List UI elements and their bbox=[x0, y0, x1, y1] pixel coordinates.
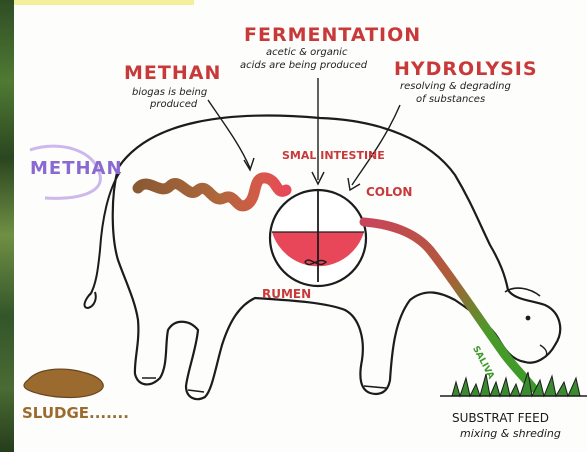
hydrolysis-note-line2: of substances bbox=[416, 95, 485, 105]
colon-label: COLON bbox=[366, 186, 412, 198]
arrowhead-hydrolysis bbox=[348, 178, 360, 190]
methan-heading: METHAN bbox=[124, 64, 221, 83]
substrat-feed-note: mixing & shreding bbox=[460, 428, 561, 439]
sludge-puddle bbox=[24, 369, 103, 397]
hydrolysis-heading: HYDROLYSIS bbox=[394, 60, 538, 79]
arrow-methan bbox=[208, 100, 250, 168]
fermentation-note-line1: acetic & organic bbox=[266, 48, 347, 58]
arrow-hydrolysis bbox=[352, 105, 400, 185]
sludge-label: SLUDGE....... bbox=[22, 406, 129, 421]
rumen-label: RUMEN bbox=[262, 288, 311, 300]
colon-tube bbox=[364, 222, 533, 388]
hydrolysis-note-line1: resolving & degrading bbox=[400, 82, 511, 92]
small-intestine-label: SMAL INTESTINE bbox=[282, 150, 385, 161]
fermentation-note-line2: acids are being produced bbox=[240, 61, 367, 71]
substrat-feed-label: SUBSTRAT FEED bbox=[452, 412, 549, 424]
fermentation-heading: FERMENTATION bbox=[244, 26, 421, 45]
methan-note-line2: produced bbox=[150, 100, 197, 110]
hoof-marks bbox=[142, 378, 386, 392]
grass-tuft bbox=[452, 372, 580, 396]
small-intestine bbox=[138, 178, 286, 206]
methan-note-line1: biogas is being bbox=[132, 88, 207, 98]
cow-nostril bbox=[540, 345, 547, 356]
cow-eye bbox=[526, 316, 531, 321]
methan-side-label: METHAN bbox=[30, 160, 123, 178]
